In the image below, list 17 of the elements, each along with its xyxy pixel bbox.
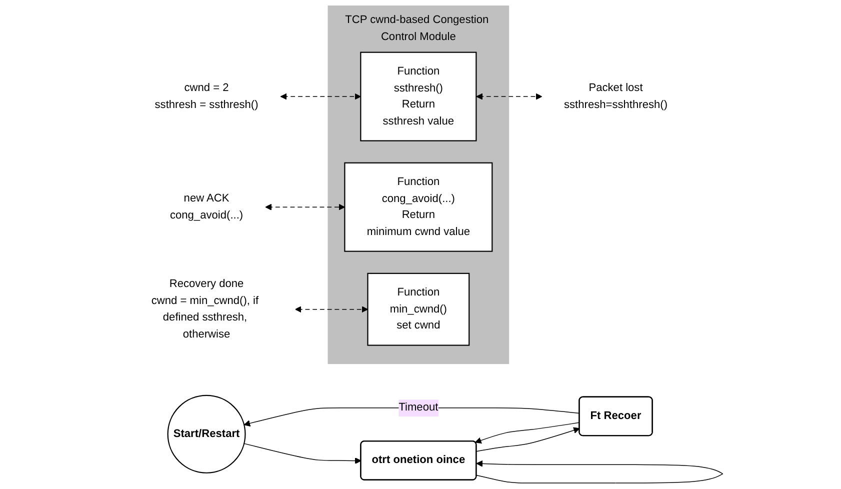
node-box: Function cong_avoid(...) Return minimum cwnd value	[344, 162, 493, 252]
arrow	[294, 306, 368, 313]
node-text: new ACK cong_avoid(...)	[170, 192, 244, 222]
node-circle: Start/Restart	[167, 394, 246, 474]
node-text: Recovery done cwnd = min_cwnd(), if defined ssthresh, otherwise	[151, 278, 259, 340]
arrow	[244, 443, 362, 464]
node-text: cwnd = 2 ssthresh = ssthresh()	[154, 81, 258, 111]
arrow	[474, 422, 580, 444]
arrow	[280, 93, 361, 100]
arrow	[476, 460, 724, 484]
node-text: Packet lost ssthresh=sshthresh()	[564, 81, 668, 111]
node-box: Function min_cwnd() set cwnd	[367, 272, 470, 346]
arrow	[265, 204, 345, 210]
arrow	[476, 93, 542, 100]
edge-label: Timeout	[398, 401, 438, 414]
arrow	[476, 427, 580, 452]
node-box: Function ssthresh() Return ssthresh value	[360, 52, 477, 142]
